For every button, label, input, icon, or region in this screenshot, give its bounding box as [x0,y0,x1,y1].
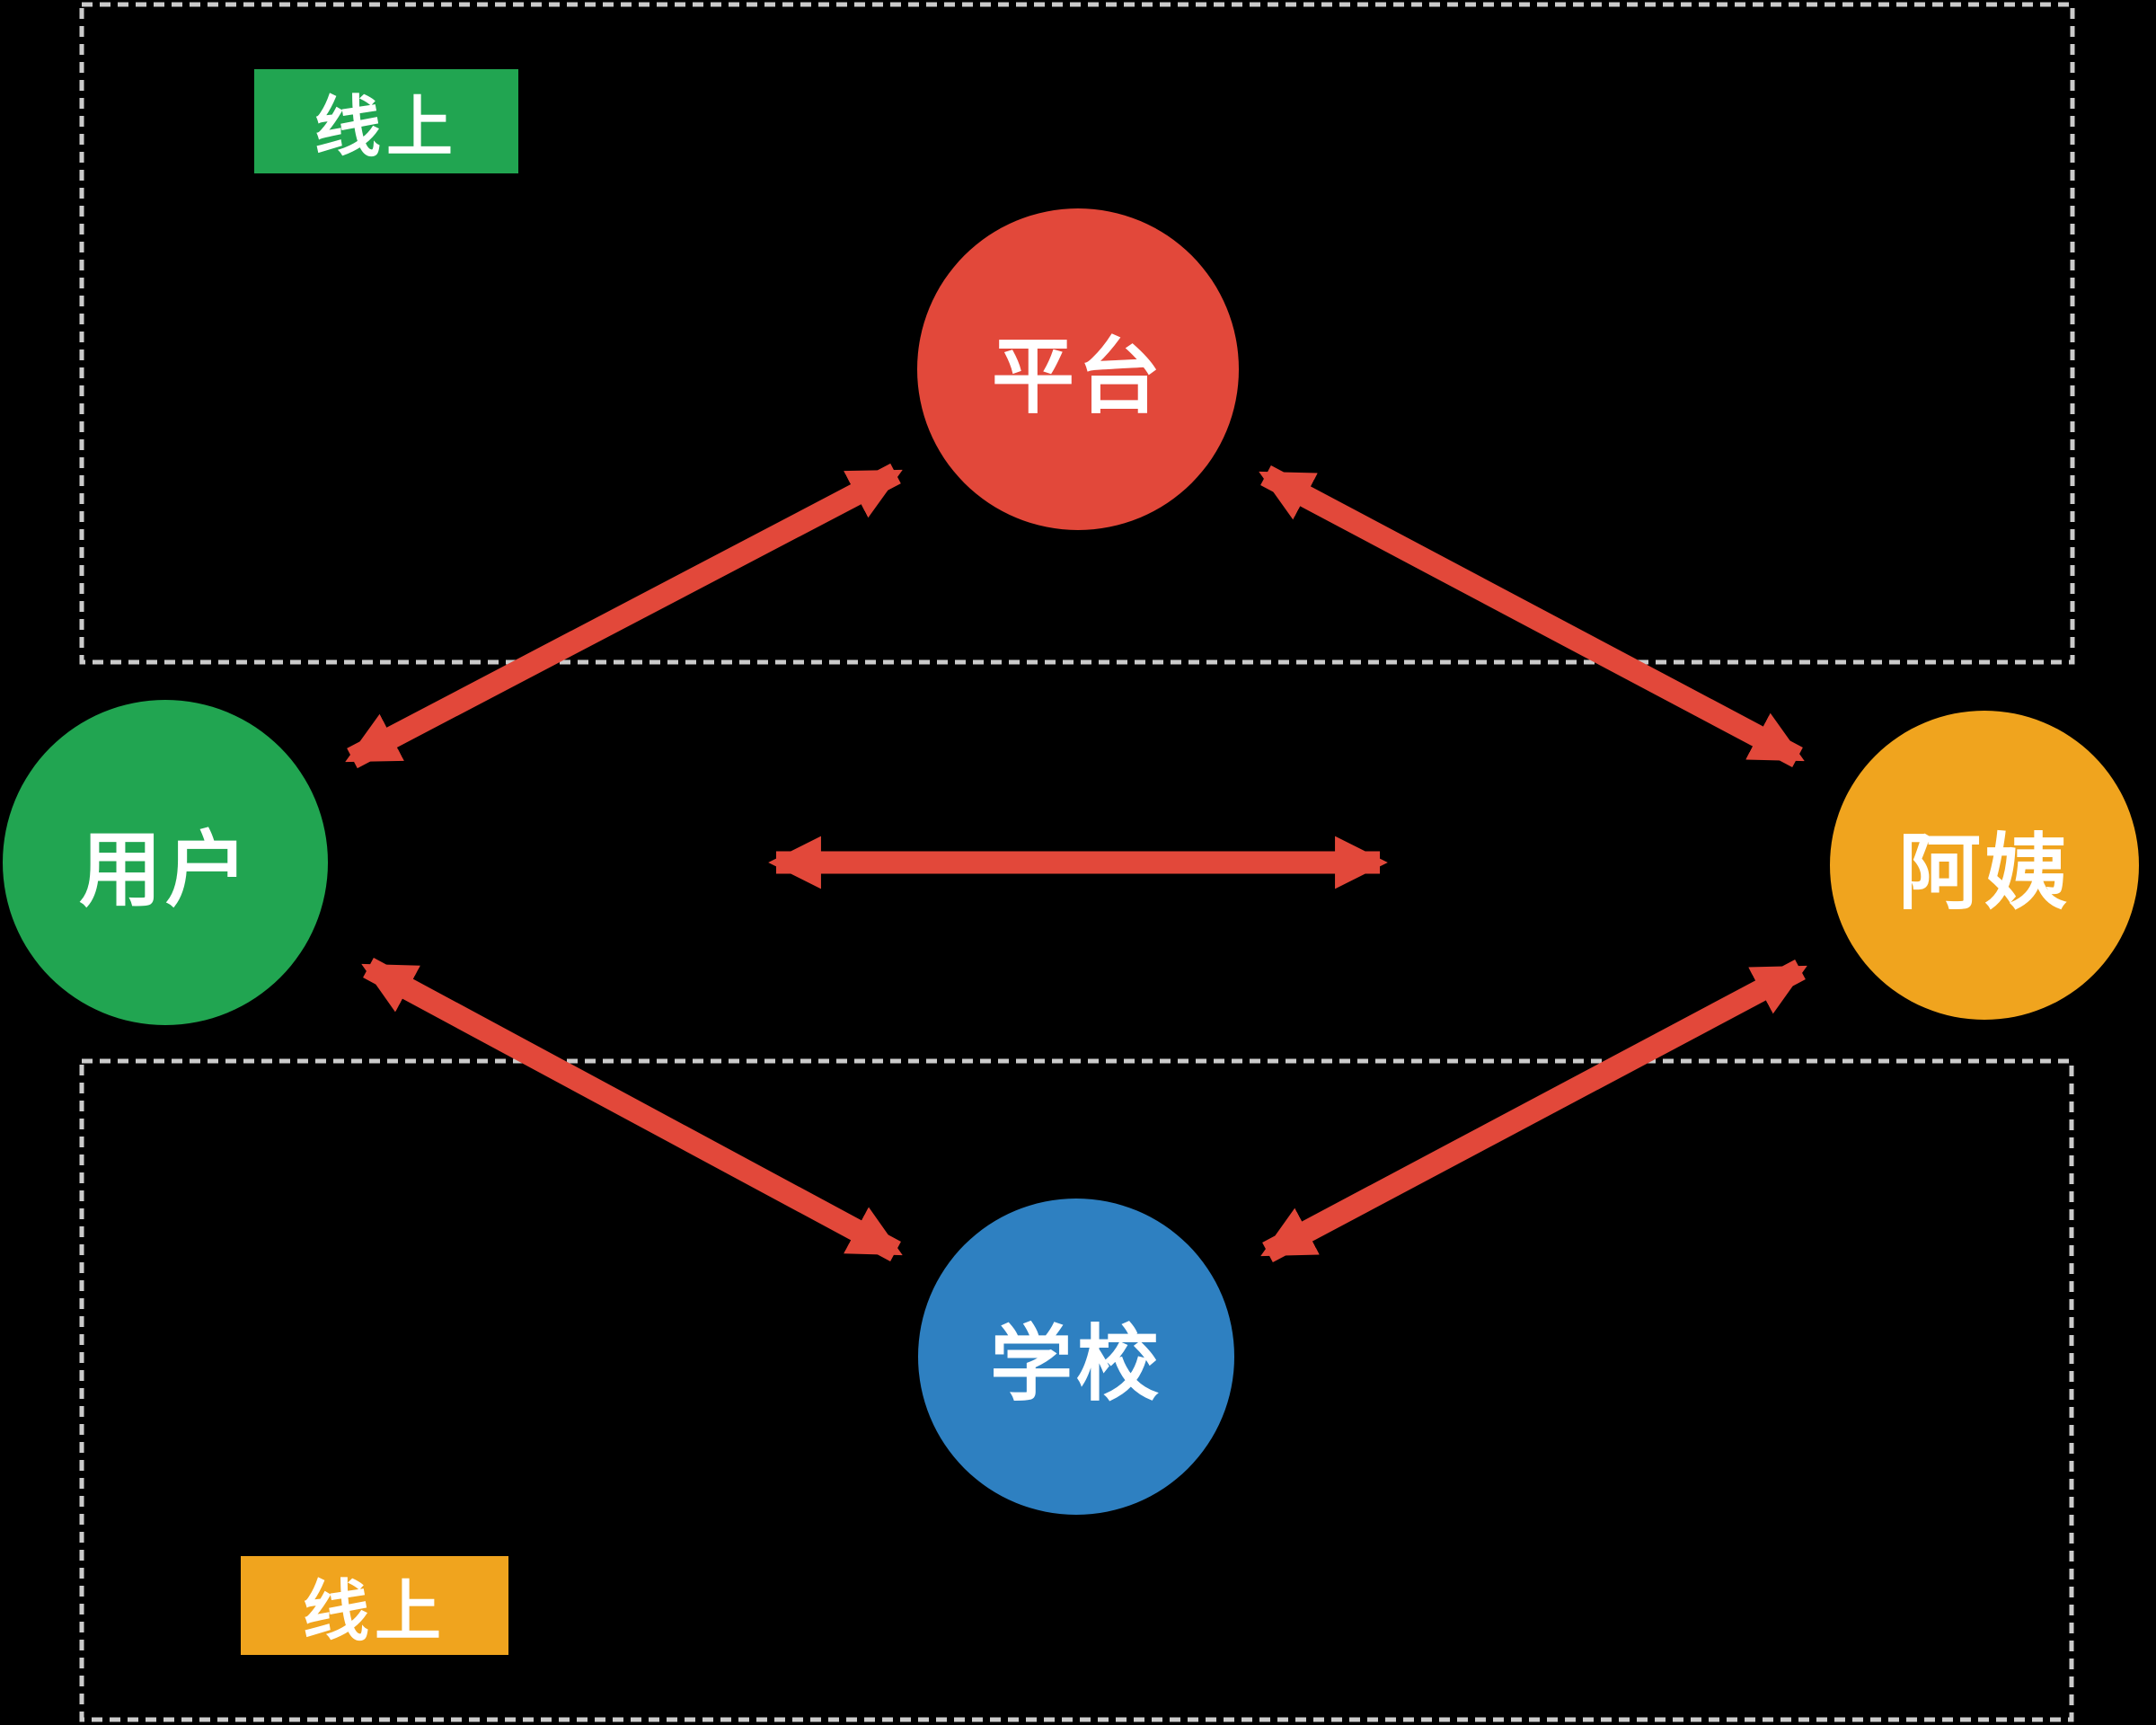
offline-region-border [79,1058,2074,1722]
node-platform-label: 平台 [991,328,1164,425]
offline-badge-label: 线上 [303,1572,446,1650]
online-badge-label: 线上 [314,88,458,166]
online-region-border [79,2,2075,665]
node-user: 用户 [3,700,328,1025]
node-school-label: 学校 [989,1315,1162,1412]
node-aunt-label: 阿姨 [1897,824,2071,921]
node-platform: 平台 [917,208,1239,530]
edge-school-aunt [1260,959,1807,1263]
edge-user-school [361,957,903,1262]
edge-platform-aunt [1259,464,1805,768]
node-aunt: 阿姨 [1830,711,2139,1020]
online-badge: 线上 [254,69,518,173]
edges-group [345,463,1807,1263]
node-school: 学校 [918,1199,1234,1515]
node-user-label: 用户 [78,821,252,918]
offline-badge: 线上 [241,1556,508,1655]
edge-user-platform [345,463,903,769]
